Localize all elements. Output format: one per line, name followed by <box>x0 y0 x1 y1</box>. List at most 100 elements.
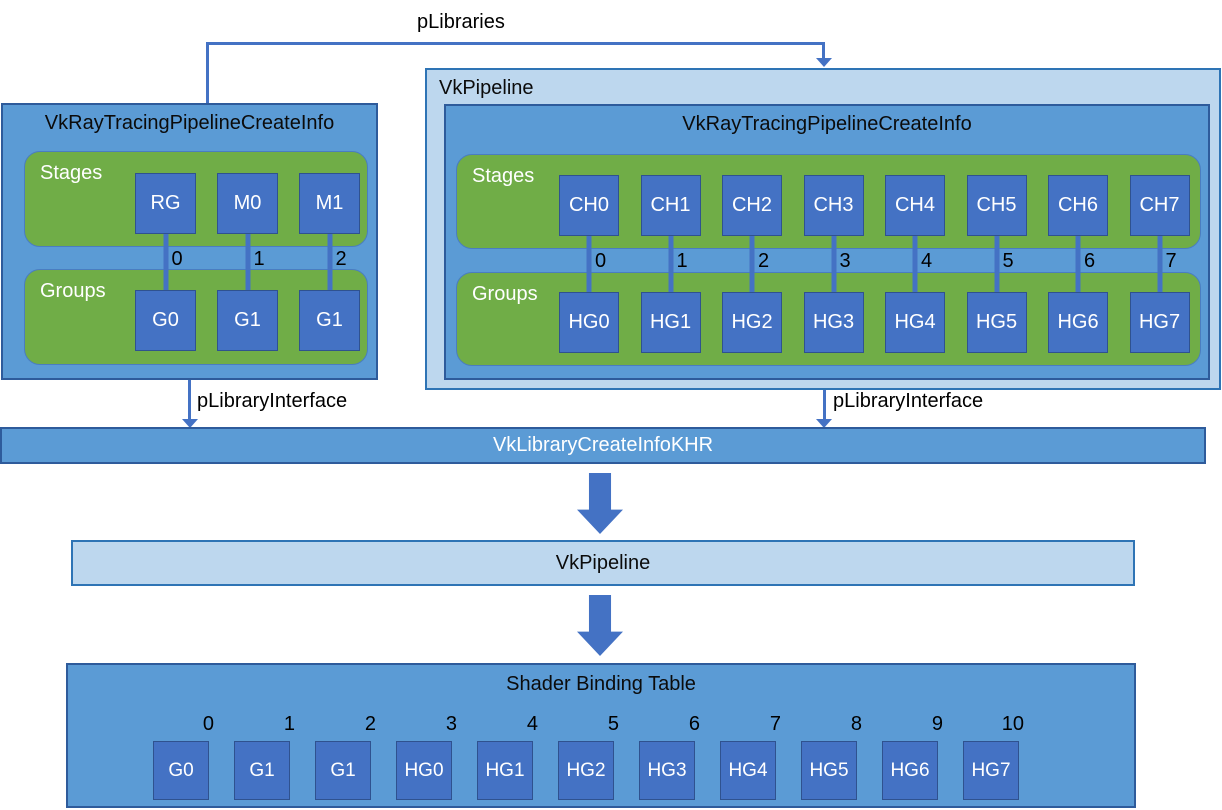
stage-cell: CH5 <box>966 175 1027 236</box>
sbt-index-label: 10 <box>1001 713 1024 735</box>
plibrary-interface-left-label: pLibraryInterface <box>197 390 348 412</box>
group-cell: HG5 <box>966 292 1027 353</box>
pipeline-stages-label: Stages <box>472 165 535 187</box>
pipeline-result-bar: VkPipeline <box>71 540 1135 586</box>
plibrary-interface-right-label: pLibraryInterface <box>833 390 984 412</box>
sbt-record-label: HG4 <box>728 759 768 781</box>
pipeline-box-title: VkPipeline <box>439 77 534 99</box>
connector-line <box>831 236 836 292</box>
group-cell: HG0 <box>559 292 619 353</box>
group-cell: HG4 <box>885 292 945 353</box>
sbt-record-cell: 10 HG7 <box>963 713 1024 800</box>
group-index-label: 4 <box>921 250 933 272</box>
plibrary-interface-right-arrowhead-icon <box>816 419 832 428</box>
sbt-record-cell: 7 HG4 <box>720 713 781 800</box>
shader-binding-table-box: Shader Binding Table 0 G0 1 G1 2 G1 <box>66 663 1136 808</box>
sbt-record-label: HG0 <box>404 759 444 781</box>
sbt-record-label: HG5 <box>809 759 849 781</box>
stage-group-connector: 1 <box>217 234 278 290</box>
sbt-index-label: 8 <box>850 713 862 735</box>
pipeline-groups-label: Groups <box>472 283 538 305</box>
library-box-title: VkRayTracingPipelineCreateInfo <box>44 112 335 134</box>
library-create-info-box: VkRayTracingPipelineCreateInfo Stages Gr… <box>1 103 378 380</box>
sbt-record-label: G1 <box>249 759 275 781</box>
stage-group-connector: 4 <box>885 236 945 292</box>
stage-group-connector: 6 <box>1048 236 1108 292</box>
library-stage-group-connectors: 0 1 2 <box>135 234 360 290</box>
connector-line <box>668 236 673 292</box>
group-index-label: 3 <box>839 250 851 272</box>
stage-cell: CH3 <box>803 175 864 236</box>
stage-cell: CH0 <box>559 175 619 236</box>
sbt-record-label: HG1 <box>485 759 525 781</box>
stage-group-connector: 7 <box>1130 236 1190 292</box>
group-index-label: 1 <box>676 250 688 272</box>
sbt-index-label: 2 <box>364 713 376 735</box>
stage-group-connector: 2 <box>299 234 360 290</box>
plibrary-interface-left-arrowhead-icon <box>182 419 198 428</box>
library-stage-cells: RG M0 M1 <box>135 173 360 234</box>
group-cell: HG7 <box>1129 292 1190 353</box>
connector-line <box>1075 236 1081 292</box>
plibraries-label: pLibraries <box>417 11 505 33</box>
group-cell: G1 <box>299 290 360 351</box>
sbt-record-label: HG3 <box>647 759 687 781</box>
pipeline-create-info-box: VkRayTracingPipelineCreateInfo Stages Gr… <box>444 104 1210 380</box>
sbt-record-label: G1 <box>330 759 356 781</box>
down-block-arrow-icon <box>577 473 623 534</box>
group-index-label: 7 <box>1165 250 1177 272</box>
down-block-arrow-icon <box>577 595 623 656</box>
stage-group-connector: 1 <box>641 236 701 292</box>
group-cell: HG3 <box>803 292 864 353</box>
group-cell: HG1 <box>640 292 701 353</box>
stage-group-connector: 3 <box>804 236 864 292</box>
connector-line <box>994 236 999 292</box>
pipeline-inner-title: VkRayTracingPipelineCreateInfo <box>682 113 972 135</box>
plibrary-interface-right-line <box>823 390 826 420</box>
sbt-record-cell: 9 HG6 <box>882 713 943 800</box>
shader-binding-table-entries: 0 G0 1 G1 2 G1 3 HG0 <box>153 713 1024 800</box>
sbt-index-label: 1 <box>283 713 295 735</box>
shader-binding-table-title: Shader Binding Table <box>506 673 696 695</box>
group-index-label: 2 <box>758 250 770 272</box>
connector-line <box>163 234 168 290</box>
sbt-record-cell: 6 HG3 <box>639 713 700 800</box>
plibraries-connector-vertical-left <box>206 42 209 103</box>
pipeline-group-cells: HG0 HG1 HG2 HG3 HG4 HG5 HG6 HG7 <box>559 292 1190 353</box>
sbt-record-cell: 0 G0 <box>153 713 214 800</box>
stage-group-connector: 2 <box>722 236 782 292</box>
sbt-index-label: 0 <box>202 713 214 735</box>
stage-cell: CH2 <box>722 175 782 236</box>
stage-cell: CH7 <box>1129 175 1190 236</box>
sbt-record-cell: 2 G1 <box>315 713 376 800</box>
plibraries-connector-horizontal <box>206 42 825 45</box>
pipeline-stage-cells: CH0 CH1 CH2 CH3 CH4 CH5 CH6 CH7 <box>559 175 1190 236</box>
stage-cell: M0 <box>217 173 278 234</box>
stage-cell: CH1 <box>640 175 701 236</box>
stage-cell: CH4 <box>885 175 945 236</box>
sbt-index-label: 7 <box>769 713 781 735</box>
connector-line <box>586 236 592 292</box>
sbt-record-cell: 8 HG5 <box>801 713 862 800</box>
sbt-record-label: HG7 <box>971 759 1011 781</box>
stage-cell: CH6 <box>1048 175 1108 236</box>
sbt-record-label: HG6 <box>890 759 930 781</box>
stage-group-connector: 5 <box>967 236 1027 292</box>
pipeline-stage-group-connectors: 0 1 2 3 <box>559 236 1190 292</box>
group-index-label: 0 <box>595 250 607 272</box>
group-index-label: 2 <box>335 248 347 270</box>
stage-group-connector: 0 <box>559 236 619 292</box>
sbt-record-label: HG2 <box>566 759 606 781</box>
sbt-record-cell: 3 HG0 <box>396 713 457 800</box>
group-index-label: 1 <box>253 248 265 270</box>
group-cell: G1 <box>217 290 278 351</box>
library-group-cells: G0 G1 G1 <box>135 290 360 351</box>
sbt-record-cell: 4 HG1 <box>477 713 538 800</box>
sbt-index-label: 9 <box>931 713 943 735</box>
connector-line <box>749 236 755 292</box>
stage-cell: RG <box>135 173 196 234</box>
sbt-index-label: 5 <box>607 713 619 735</box>
sbt-index-label: 6 <box>688 713 700 735</box>
sbt-index-label: 3 <box>445 713 457 735</box>
